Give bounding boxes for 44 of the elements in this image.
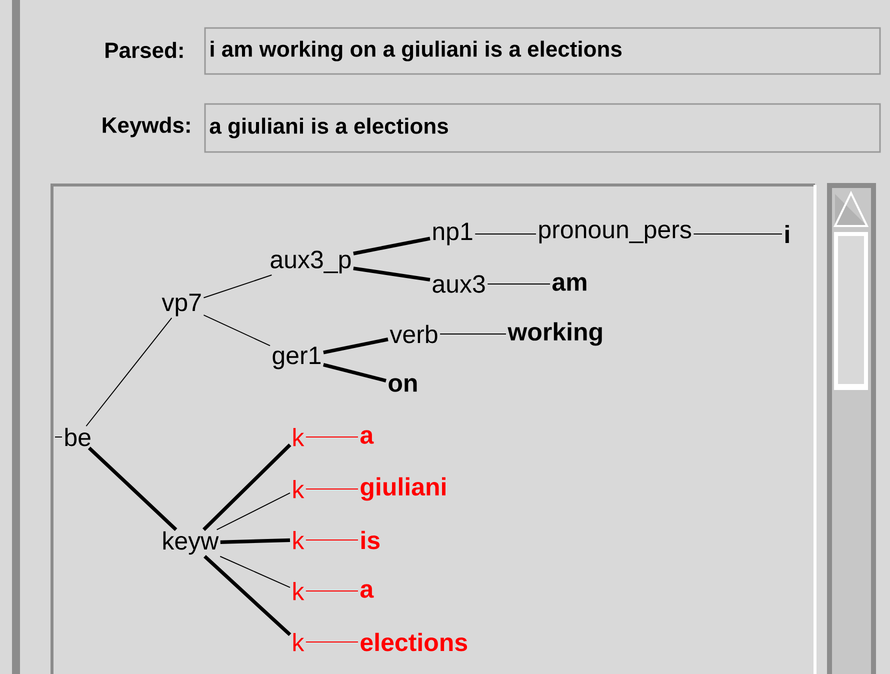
- keyword-label: k: [293, 530, 304, 550]
- tree-node-label: keyw: [163, 531, 219, 555]
- keyword-label: k: [293, 632, 304, 652]
- keyword-label: elections: [360, 632, 468, 652]
- branch-line: [323, 338, 388, 354]
- branch-line: [216, 492, 290, 530]
- branch-line: [353, 236, 430, 256]
- field-label: Keywds:: [102, 116, 190, 138]
- tree-node-label: aux3_p: [270, 250, 351, 274]
- tree-node-label: np1: [433, 222, 472, 246]
- keyword-label: giuliani: [360, 477, 446, 501]
- tree-node-label: i: [785, 224, 789, 244]
- branch-line: [203, 274, 272, 298]
- field-label: Parsed:: [106, 42, 183, 58]
- branch-line: [203, 314, 270, 346]
- keyword-label: k: [293, 480, 304, 498]
- tree-node-label: verb: [390, 324, 438, 344]
- branch-line: [305, 436, 358, 438]
- tree-node-label: on: [388, 378, 417, 392]
- tree-node-label: vp7: [162, 294, 201, 316]
- keyword-label: a: [360, 584, 374, 598]
- branch-line: [88, 446, 178, 531]
- branch-line: [220, 538, 290, 544]
- keyword-label: a: [360, 430, 374, 444]
- tree-node-label: be: [65, 428, 90, 446]
- tree-node-label: ger1: [272, 346, 321, 370]
- keyword-label: is: [361, 530, 380, 550]
- text-field: i am working on a giuliani is a elections: [204, 27, 881, 75]
- tree-node-label: working: [508, 322, 602, 346]
- branch-line: [86, 317, 172, 427]
- branch-line: [305, 590, 358, 592]
- branch-line: [323, 363, 386, 382]
- branch-line: [54, 436, 62, 438]
- tree-node-label: am: [552, 277, 586, 291]
- keyword-label: k: [293, 582, 304, 600]
- tree-node-label: pronoun_pers: [539, 224, 692, 244]
- branch-line: [220, 556, 290, 588]
- branch-line: [202, 444, 292, 531]
- branch-line: [204, 555, 292, 636]
- branch-line: [305, 488, 358, 490]
- text-field: a giuliani is a elections: [204, 103, 881, 153]
- keyword-label: k: [293, 428, 304, 446]
- branch-line: [353, 266, 430, 282]
- tree-node-label: aux3: [432, 275, 485, 293]
